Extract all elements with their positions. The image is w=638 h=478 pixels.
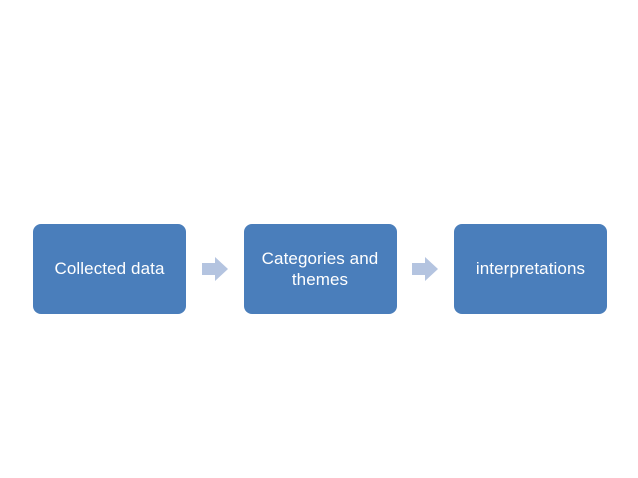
process-box-label: Categories and themes bbox=[261, 248, 379, 289]
right-arrow-icon bbox=[201, 255, 229, 283]
process-box-categories-and-themes[interactable]: Categories and themes bbox=[243, 224, 397, 314]
process-box-interpretations[interactable]: interpretations bbox=[454, 224, 607, 314]
right-arrow-icon bbox=[411, 255, 439, 283]
process-box-collected-data[interactable]: Collected data bbox=[33, 224, 186, 314]
process-box-label: interpretations bbox=[475, 259, 586, 279]
process-flow-diagram: Collected data Categories and themes int… bbox=[33, 224, 607, 314]
process-box-label: Collected data bbox=[54, 259, 165, 279]
